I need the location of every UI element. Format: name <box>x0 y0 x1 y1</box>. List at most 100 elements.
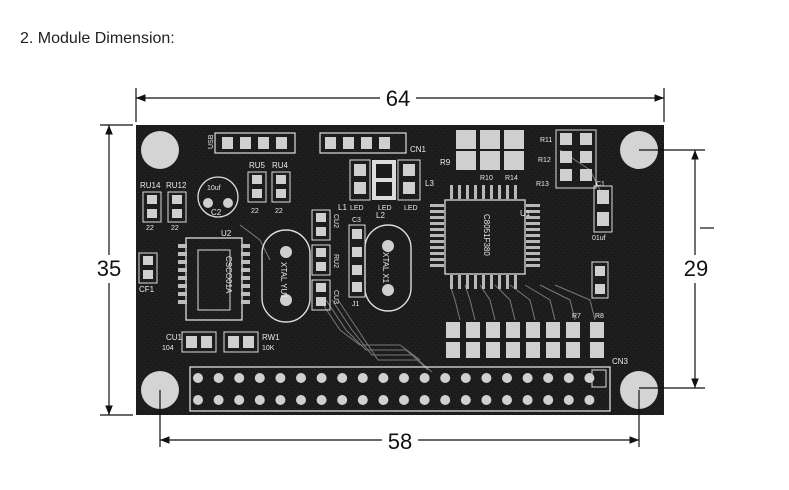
right-height-label: 29 <box>684 256 708 281</box>
cn3-pin <box>234 373 245 383</box>
rw1-value: 10K <box>262 345 275 352</box>
cu1-label: CU1 <box>166 333 183 342</box>
ru14-ru12-resistors: RU14 RU12 22 22 <box>140 181 187 232</box>
cn3-pin <box>543 395 554 405</box>
cn3-pin <box>440 395 451 405</box>
c1-capacitor: C1 01uf <box>592 181 613 242</box>
cn3-pin <box>337 373 348 383</box>
cn3-pin <box>584 395 595 405</box>
cn3-pin <box>316 395 327 405</box>
cu2-ru2-cu3-column: CU2 RU2 CU3 <box>311 209 339 311</box>
ru14-label: RU14 <box>140 181 161 190</box>
u2-label: U2 <box>221 229 232 238</box>
cn3-pin <box>378 395 389 405</box>
section-heading: 2. Module Dimension: <box>20 30 175 47</box>
cn3-pin <box>502 373 512 383</box>
r14-label: R14 <box>505 175 518 182</box>
cn3-pin <box>419 395 430 405</box>
cn3-pin <box>254 395 265 405</box>
l1-label: L1 <box>338 203 347 212</box>
pcb-board: USB CN1 RU5 RU4 22 22 RU14 RU12 <box>136 125 664 415</box>
xtal-yu1-label: XTAL YU1 <box>279 262 288 299</box>
j1-label: J1 <box>352 301 360 308</box>
r11-r12-r13-resistors: R11 R12 R13 <box>536 129 597 189</box>
u1-chip: U1 C8051F380 <box>430 185 540 289</box>
cn3-pin <box>481 373 492 383</box>
led3-label: LED <box>404 205 418 212</box>
cn3-pin <box>213 395 224 405</box>
cn3-pin <box>399 395 409 405</box>
component-near-c1 <box>591 261 609 299</box>
r9-r10-r14-resistors: R9 R10 R14 <box>440 130 524 182</box>
xtal-yu1: XTAL YU1 <box>261 229 311 323</box>
u1-label: U1 <box>520 209 531 218</box>
cn3-pin <box>213 373 224 383</box>
cn3-pin <box>563 373 574 383</box>
u1-chip-text: C8051F380 <box>482 214 491 256</box>
cn3-pin <box>193 395 203 405</box>
cn3-pin <box>584 373 595 383</box>
led-group: LED LED LED L3 <box>349 159 434 212</box>
left-height-label: 35 <box>97 256 121 281</box>
rw1-label: RW1 <box>262 333 280 342</box>
cn3-pin <box>419 373 430 383</box>
cn3-pin <box>399 373 409 383</box>
r11-label: R11 <box>540 137 552 144</box>
cn1-header: CN1 <box>319 132 427 154</box>
c2-capacitor: 10uf C2 <box>197 176 239 218</box>
cn3-pin <box>522 395 533 405</box>
r9-label: R9 <box>440 158 451 167</box>
cu1-value: 104 <box>162 345 174 352</box>
cn3-pin <box>234 395 245 405</box>
c1-label: C1 <box>596 181 605 188</box>
resistor-array <box>446 322 604 358</box>
cn3-pin <box>481 395 492 405</box>
c2-value: 10uf <box>207 185 221 192</box>
cn3-pin <box>275 395 286 405</box>
top-width-label: 64 <box>386 86 410 111</box>
usb-label: USB <box>208 134 215 149</box>
ru5-ru4-resistors: RU5 RU4 22 22 <box>247 161 291 215</box>
c1-value: 01uf <box>592 235 606 242</box>
ru2-label: RU2 <box>332 254 339 268</box>
cu2-label: CU2 <box>332 214 339 228</box>
cn3-pin <box>296 395 306 405</box>
ru4-label: RU4 <box>272 161 289 170</box>
cn3-pin <box>378 373 389 383</box>
u2-chip: U2 CSCO01A <box>178 229 250 321</box>
cn3-pin <box>275 373 286 383</box>
ru12-value: 22 <box>171 225 179 232</box>
cn3-pin <box>543 373 554 383</box>
cn3-pin <box>254 373 265 383</box>
r7-label: R7 <box>572 313 581 320</box>
xtal-x1: XTAL X1 <box>364 224 412 312</box>
r10-label: R10 <box>480 175 493 182</box>
r12-label: R12 <box>538 157 551 164</box>
cn3-pin <box>337 395 348 405</box>
ru12-label: RU12 <box>166 181 187 190</box>
cn3-header <box>189 366 611 412</box>
cf1-label: CF1 <box>139 285 155 294</box>
ru4-value: 22 <box>275 208 283 215</box>
led2-label: LED <box>378 205 392 212</box>
u2-chip-text: CSCO01A <box>224 256 233 294</box>
cn3-pin <box>296 373 306 383</box>
l1-l2-inductors: L1 L2 C3 J1 <box>338 203 385 308</box>
cn1-label: CN1 <box>410 145 427 154</box>
cn3-pin <box>357 395 368 405</box>
led1-label: LED <box>350 205 364 212</box>
bottom-width-label: 58 <box>388 429 412 454</box>
ru5-label: RU5 <box>249 161 266 170</box>
xtal-x1-label: XTAL X1 <box>381 252 390 284</box>
cn3-pin <box>563 395 574 405</box>
cn3-pin <box>460 373 471 383</box>
c2-label: C2 <box>211 208 222 217</box>
r8-label: R8 <box>595 313 604 320</box>
c3-label: C3 <box>352 217 361 224</box>
usb-header: USB <box>208 132 296 154</box>
mounting-hole-top-left <box>141 131 179 169</box>
cn3-pin <box>316 373 327 383</box>
cu3-label: CU3 <box>332 290 339 304</box>
l3-label: L3 <box>425 179 434 188</box>
